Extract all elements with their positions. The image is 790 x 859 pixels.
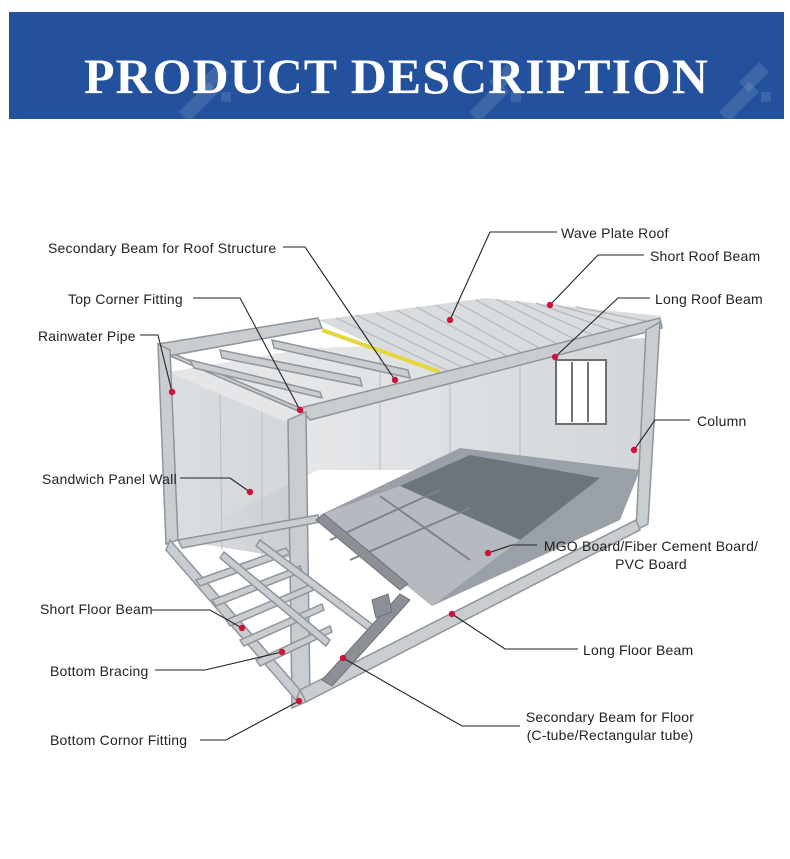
floor-frame bbox=[194, 538, 382, 667]
label-secondary-floor-beam-line1: Secondary Beam for Floor bbox=[525, 709, 695, 725]
header-banner: PRODUCT DESCRIPTION bbox=[9, 12, 784, 119]
page-title: PRODUCT DESCRIPTION bbox=[83, 48, 710, 104]
label-sandwich-panel-wall: Sandwich Panel Wall bbox=[42, 471, 177, 487]
label-floor-board: MGO Board/Fiber Cement Board/ PVC Board bbox=[540, 537, 762, 573]
label-short-roof-beam: Short Roof Beam bbox=[650, 248, 761, 264]
leader-lines bbox=[140, 231, 690, 741]
label-bottom-corner-fitting: Bottom Cornor Fitting bbox=[50, 732, 188, 748]
watermark-logo-right bbox=[719, 62, 771, 119]
floor-board-dark bbox=[400, 455, 600, 540]
label-short-floor-beam: Short Floor Beam bbox=[40, 601, 153, 617]
label-floor-board-line2: PVC Board bbox=[615, 556, 687, 572]
label-long-floor-beam: Long Floor Beam bbox=[583, 642, 694, 658]
label-rainwater-pipe: Rainwater Pipe bbox=[38, 328, 136, 344]
watermark-logo-mid bbox=[469, 62, 521, 119]
label-bottom-bracing: Bottom Bracing bbox=[50, 663, 149, 679]
label-wave-plate-roof: Wave Plate Roof bbox=[561, 225, 669, 241]
label-secondary-roof-beam: Secondary Beam for Roof Structure bbox=[48, 240, 277, 256]
marker-dots bbox=[168, 301, 638, 705]
label-secondary-floor-beam-line2: (C-tube/Rectangular tube) bbox=[526, 727, 694, 743]
label-column: Column bbox=[697, 413, 747, 429]
label-secondary-floor-beam: Secondary Beam for Floor (C-tube/Rectang… bbox=[520, 708, 700, 744]
watermark-logo-left bbox=[179, 62, 231, 119]
label-floor-board-line1: MGO Board/Fiber Cement Board/ bbox=[543, 538, 759, 554]
window bbox=[555, 359, 607, 425]
floor-board-light bbox=[320, 486, 520, 606]
bottom-bracing bbox=[315, 513, 411, 687]
label-top-corner-fitting: Top Corner Fitting bbox=[68, 291, 183, 307]
wall-inner-shade bbox=[168, 348, 318, 540]
label-long-roof-beam: Long Roof Beam bbox=[655, 291, 763, 307]
